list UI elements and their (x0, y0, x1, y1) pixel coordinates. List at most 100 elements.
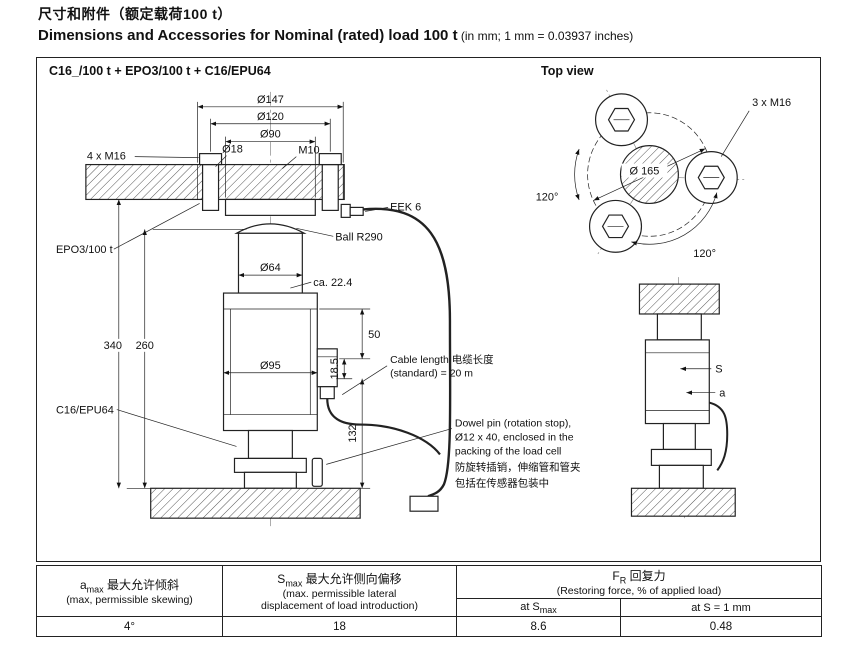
epo3-label: EPO3/100 t (56, 244, 113, 256)
label-3xM16: 3 x M16 (720, 97, 791, 157)
angle-right-label: 120° (693, 248, 716, 260)
title-unit-note: (in mm; 1 mm = 0.03937 inches) (457, 29, 634, 43)
side-foot-ring (650, 448, 712, 466)
fr-zh: 回复力 (629, 569, 666, 583)
fr-symbol: FR (612, 569, 627, 586)
amax-zh: 最大允许倾斜 (107, 578, 180, 592)
technical-drawing: Ø147 Ø120 Ø90 Ø18 (56, 89, 791, 527)
smax-en1: (max. permissible lateral (282, 588, 397, 601)
amax-en: (max, permissible skewing) (66, 594, 193, 607)
bolt-top (594, 93, 649, 147)
ball-label: Ball R290 (335, 231, 383, 243)
top-bolts-label: 3 x M16 (752, 97, 791, 109)
fr-at-s1-value: 0.48 (620, 616, 822, 638)
header-max-skewing: amax 最大允许倾斜 (max, permissible skewing) (36, 564, 223, 618)
side-cable (709, 401, 729, 471)
angle-left-label: 120° (536, 191, 559, 203)
side-lower-column (662, 422, 696, 451)
angle-120-right: 120° (631, 192, 718, 260)
side-top-plate (638, 283, 720, 315)
cable-connector-housing (316, 348, 338, 400)
amax-symbol: amax (79, 578, 104, 595)
dowel-note-zh1: 防旋转插销，伸缩管和管夹 (455, 460, 581, 473)
smax-value: 18 (222, 616, 457, 638)
cable-path (363, 207, 452, 498)
dowel-note-zh2: 包括在传感器包装中 (455, 476, 549, 489)
foot-base (243, 471, 297, 489)
dimension-d147: Ø147 (197, 94, 344, 163)
dowel-pin (311, 457, 323, 487)
label-epu64: C16/EPU64 (56, 405, 237, 447)
a-label: a (719, 388, 726, 400)
label-4xM16: 4 x M16 (87, 151, 199, 163)
fr-en: (Restoring force, % of applied load) (556, 585, 722, 598)
smax-zh: 最大允许侧向偏移 (305, 572, 402, 586)
lower-column (247, 429, 293, 460)
header-restoring-force: FR 回复力 (Restoring force, % of applied lo… (456, 564, 822, 600)
title-english-text: Dimensions and Accessories for Nominal (… (38, 27, 458, 44)
dimension-d18: Ø18 (215, 144, 243, 167)
dim-d18-label: Ø18 (222, 144, 243, 156)
label-epo3: EPO3/100 t (56, 203, 200, 256)
cable-exit-path (326, 398, 441, 456)
assembly-label: C16_/100 t + EPO3/100 t + C16/EPU64 (49, 64, 271, 78)
side-upper-column (656, 313, 702, 341)
load-button-stem (224, 198, 316, 216)
subheader-at-smax: at Smax (456, 598, 621, 618)
dim-260-label: 260 (136, 340, 154, 352)
dim-d95-label: Ø95 (260, 360, 281, 372)
label-ball: Ball R290 (296, 227, 383, 243)
bolts-label: 4 x M16 (87, 151, 126, 163)
dimension-340: 340 (98, 199, 151, 489)
dim-132-label: 132 (347, 424, 359, 442)
bottom-mounting-plate (150, 487, 361, 519)
dimension-d90: Ø90 (225, 129, 316, 198)
dowel-note-line1: Dowel pin (rotation stop), (455, 419, 571, 430)
label-m10: M10 (282, 145, 320, 169)
s-label: S (715, 364, 722, 376)
eek6-label: EEK 6 (390, 201, 421, 213)
dim-340-label: 340 (104, 340, 122, 352)
cable-note-line2: (standard) = 20 m (390, 369, 473, 380)
smax-symbol: Smax (277, 572, 303, 589)
m10-label: M10 (298, 145, 319, 157)
dowel-pin-note: Dowel pin (rotation stop), Ø12 x 40, enc… (326, 419, 581, 489)
angle-120-left: 120° (536, 148, 580, 203)
displacement-s: S (680, 364, 723, 376)
dimension-260: 260 (130, 228, 247, 489)
spec-table: amax 最大允许倾斜 (max, permissible skewing) S… (36, 564, 822, 638)
dim-d165-label: Ø 165 (630, 166, 660, 178)
dim-d120-label: Ø120 (257, 111, 284, 123)
foot-ring (233, 457, 307, 473)
bolt-right (684, 151, 738, 205)
table-row: 4° 18 8.6 0.48 (36, 616, 822, 638)
mounting-bolt-right (318, 153, 342, 211)
ca224-label: ca. 22.4 (313, 277, 352, 289)
dim-185-label: 18.5 (329, 358, 341, 379)
title-chinese: 尺寸和附件（额定载荷100 t） (38, 6, 232, 22)
subheader-at-s1: at S = 1 mm (620, 598, 822, 618)
cable-note-line1: Cable length 电缆长度 (390, 353, 494, 366)
dim-d147-label: Ø147 (257, 94, 284, 106)
header-max-lateral: Smax 最大允许侧向偏移 (max. permissible lateral … (222, 564, 457, 618)
dimension-d120: Ø120 (210, 111, 331, 152)
dim-50-label: 50 (368, 329, 380, 341)
dowel-note-line3: packing of the load cell (455, 446, 561, 457)
side-foot-base (658, 464, 704, 489)
epu64-label: C16/EPU64 (56, 405, 114, 417)
dimension-d95: Ø95 (223, 358, 318, 375)
dim-d90-label: Ø90 (260, 129, 281, 141)
fr-at-smax-value: 8.6 (456, 616, 621, 638)
dimension-d165: Ø 165 (593, 148, 706, 201)
bolt-bottom (588, 199, 643, 253)
dowel-note-line2: Ø12 x 40, enclosed in the (455, 432, 574, 443)
title-english: Dimensions and Accessories for Nominal (… (38, 27, 633, 44)
top-view: Ø 165 3 x M16 120° 120° (536, 89, 791, 260)
cable-end-connector (409, 495, 439, 512)
drawing-panel: C16_/100 t + EPO3/100 t + C16/EPU64 Top … (36, 57, 821, 562)
dimension-d64: Ø64 (238, 261, 303, 278)
main-section-view: Ø147 Ø120 Ø90 Ø18 (56, 91, 581, 527)
displacement-a: a (686, 388, 726, 400)
label-ca224: ca. 22.4 (290, 277, 352, 289)
